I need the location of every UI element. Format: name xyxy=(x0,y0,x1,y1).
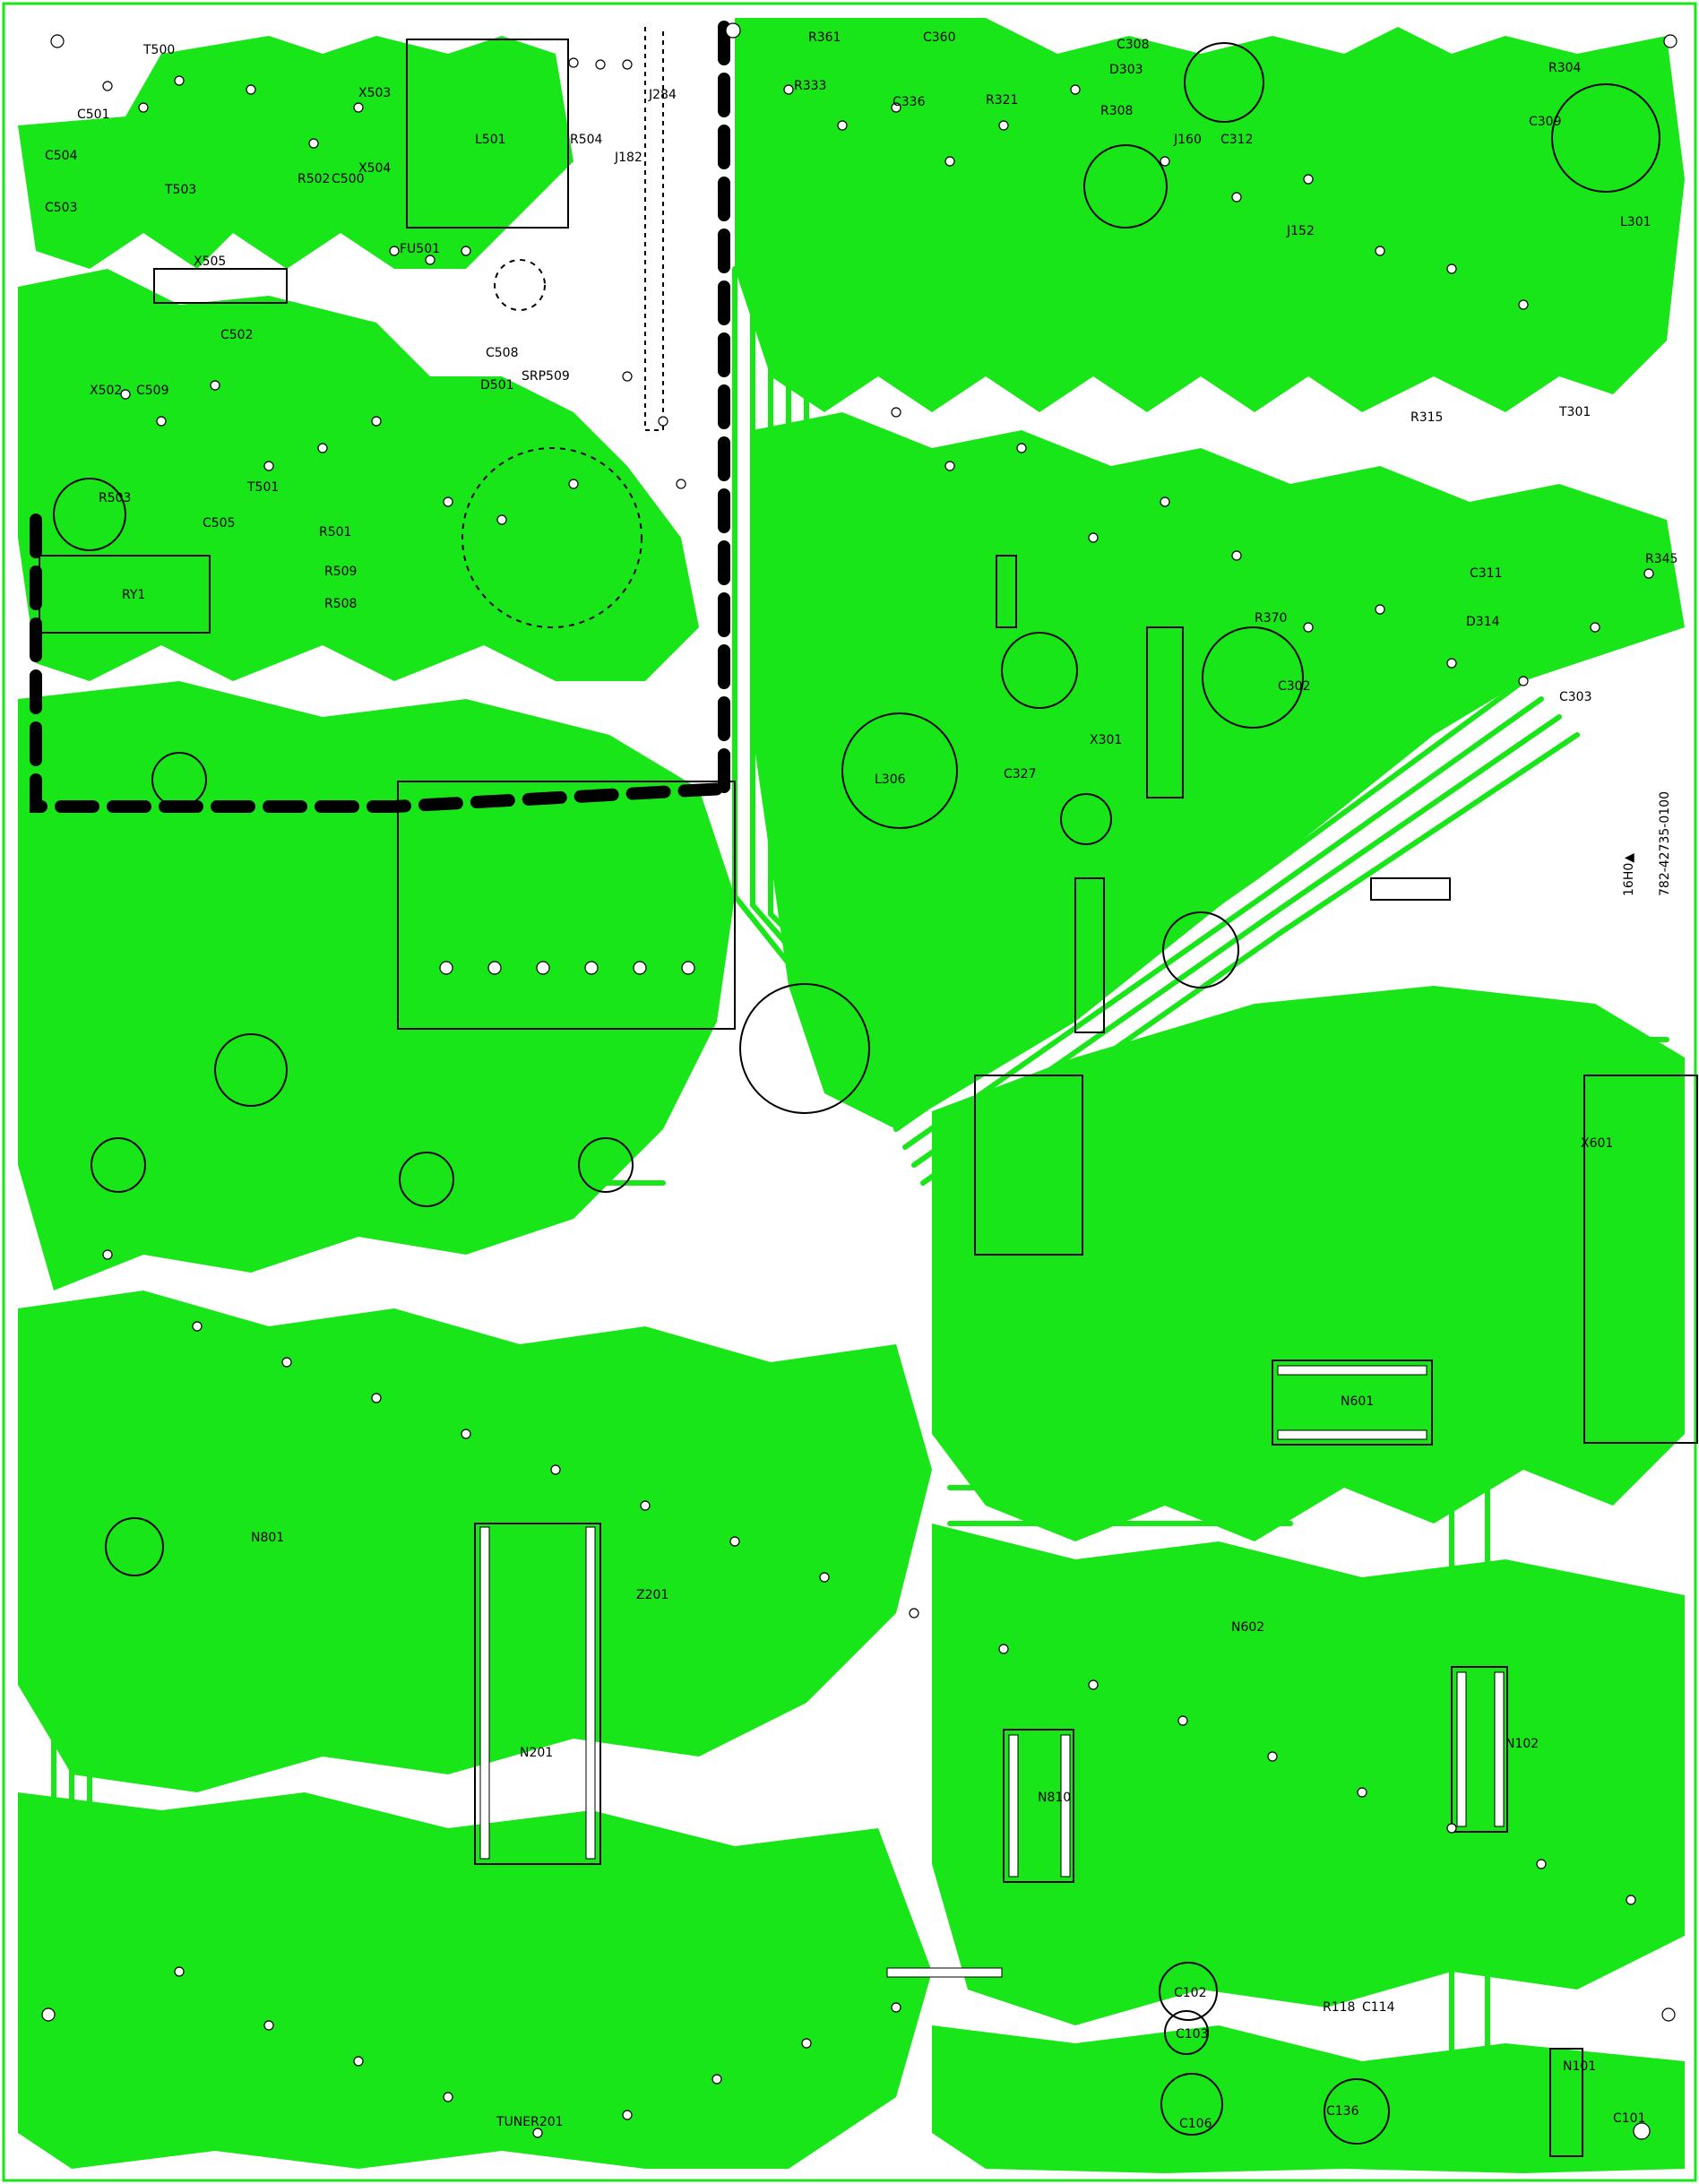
part-number-text: 782-42735-0100 xyxy=(1658,791,1672,896)
label-r308: R308 xyxy=(1100,104,1133,118)
label-c114: C114 xyxy=(1362,2000,1395,2015)
label-n602: N602 xyxy=(1231,1620,1264,1635)
label-j152: J152 xyxy=(1286,224,1315,238)
label-z201: Z201 xyxy=(636,1588,668,1602)
label-x505: X505 xyxy=(194,255,226,269)
label-c503: C503 xyxy=(45,201,78,215)
label-c311: C311 xyxy=(1470,566,1503,581)
copper-pours xyxy=(18,18,1685,2173)
label-c500: C500 xyxy=(332,172,365,186)
label-r501: R501 xyxy=(319,525,351,540)
label-x601: X601 xyxy=(1581,1136,1613,1151)
label-x503: X503 xyxy=(358,86,391,100)
label-c504: C504 xyxy=(45,149,78,163)
copper-traces xyxy=(51,266,1669,2154)
label-c106: C106 xyxy=(1179,2117,1212,2131)
label-c308: C308 xyxy=(1117,38,1150,52)
label-j160: J160 xyxy=(1173,133,1202,147)
label-l306: L306 xyxy=(875,773,906,787)
label-r304: R304 xyxy=(1548,61,1582,75)
label-l301: L301 xyxy=(1620,215,1652,229)
label-r509: R509 xyxy=(324,565,357,579)
label-c502: C502 xyxy=(220,328,254,342)
silkscreen-outlines xyxy=(39,27,1698,2157)
label-j182: J182 xyxy=(614,151,643,165)
component-labels: T500 C501 C504 C503 X503 L501 R504 J182 … xyxy=(45,30,1677,2131)
label-n801: N801 xyxy=(251,1531,284,1545)
label-t500: T500 xyxy=(142,43,175,57)
label-x504: X504 xyxy=(358,161,391,176)
label-c101: C101 xyxy=(1613,2111,1646,2126)
isolation-barrier xyxy=(30,21,730,813)
label-ry1: RY1 xyxy=(122,588,145,602)
ic-pin-rows[interactable] xyxy=(479,1365,1505,1978)
label-d501: D501 xyxy=(480,378,514,393)
label-r315: R315 xyxy=(1410,410,1443,425)
label-n601: N601 xyxy=(1341,1394,1374,1409)
tuner-label: TUNER201 xyxy=(496,2115,564,2129)
label-c508: C508 xyxy=(486,346,519,360)
label-c103: C103 xyxy=(1176,2027,1209,2042)
label-r502: R502 xyxy=(298,172,330,186)
label-t501: T501 xyxy=(246,480,279,495)
label-d314: D314 xyxy=(1466,615,1500,629)
label-x502: X502 xyxy=(90,384,122,398)
label-d303: D303 xyxy=(1109,63,1143,77)
label-n810: N810 xyxy=(1038,1791,1071,1805)
label-r118: R118 xyxy=(1323,2000,1355,2015)
pads xyxy=(41,22,1677,2140)
label-t503: T503 xyxy=(164,183,196,197)
label-fu501: FU501 xyxy=(400,242,440,256)
label-x301: X301 xyxy=(1090,733,1122,747)
label-c102: C102 xyxy=(1174,1986,1207,2000)
label-c302: C302 xyxy=(1278,679,1311,694)
board-part-number: 782-42735-0100 16H0▲ xyxy=(1622,791,1672,896)
label-n102: N102 xyxy=(1505,1737,1539,1751)
label-c312: C312 xyxy=(1220,133,1254,147)
label-c309: C309 xyxy=(1529,115,1562,129)
label-c505: C505 xyxy=(203,516,236,531)
label-c509: C509 xyxy=(136,384,169,398)
label-r345: R345 xyxy=(1645,552,1677,566)
label-r504: R504 xyxy=(570,133,603,147)
label-t301: T301 xyxy=(1558,405,1591,419)
label-c501: C501 xyxy=(77,108,110,122)
label-r333: R333 xyxy=(794,79,826,93)
label-n101: N101 xyxy=(1563,2059,1596,2074)
label-c336: C336 xyxy=(893,95,926,109)
label-r361: R361 xyxy=(808,30,841,45)
label-l501: L501 xyxy=(475,133,506,147)
label-r321: R321 xyxy=(986,93,1018,108)
label-n201: N201 xyxy=(520,1746,553,1760)
label-c360: C360 xyxy=(923,30,956,45)
label-j284: J284 xyxy=(648,88,677,102)
label-r508: R508 xyxy=(324,597,357,611)
label-c136: C136 xyxy=(1326,2104,1359,2119)
label-srp509: SRP509 xyxy=(522,369,570,384)
label-c303: C303 xyxy=(1559,690,1592,704)
label-c327: C327 xyxy=(1004,767,1037,781)
board-marking: 16H0▲ xyxy=(1622,853,1636,896)
label-r503: R503 xyxy=(99,491,131,505)
label-r370: R370 xyxy=(1255,611,1287,626)
